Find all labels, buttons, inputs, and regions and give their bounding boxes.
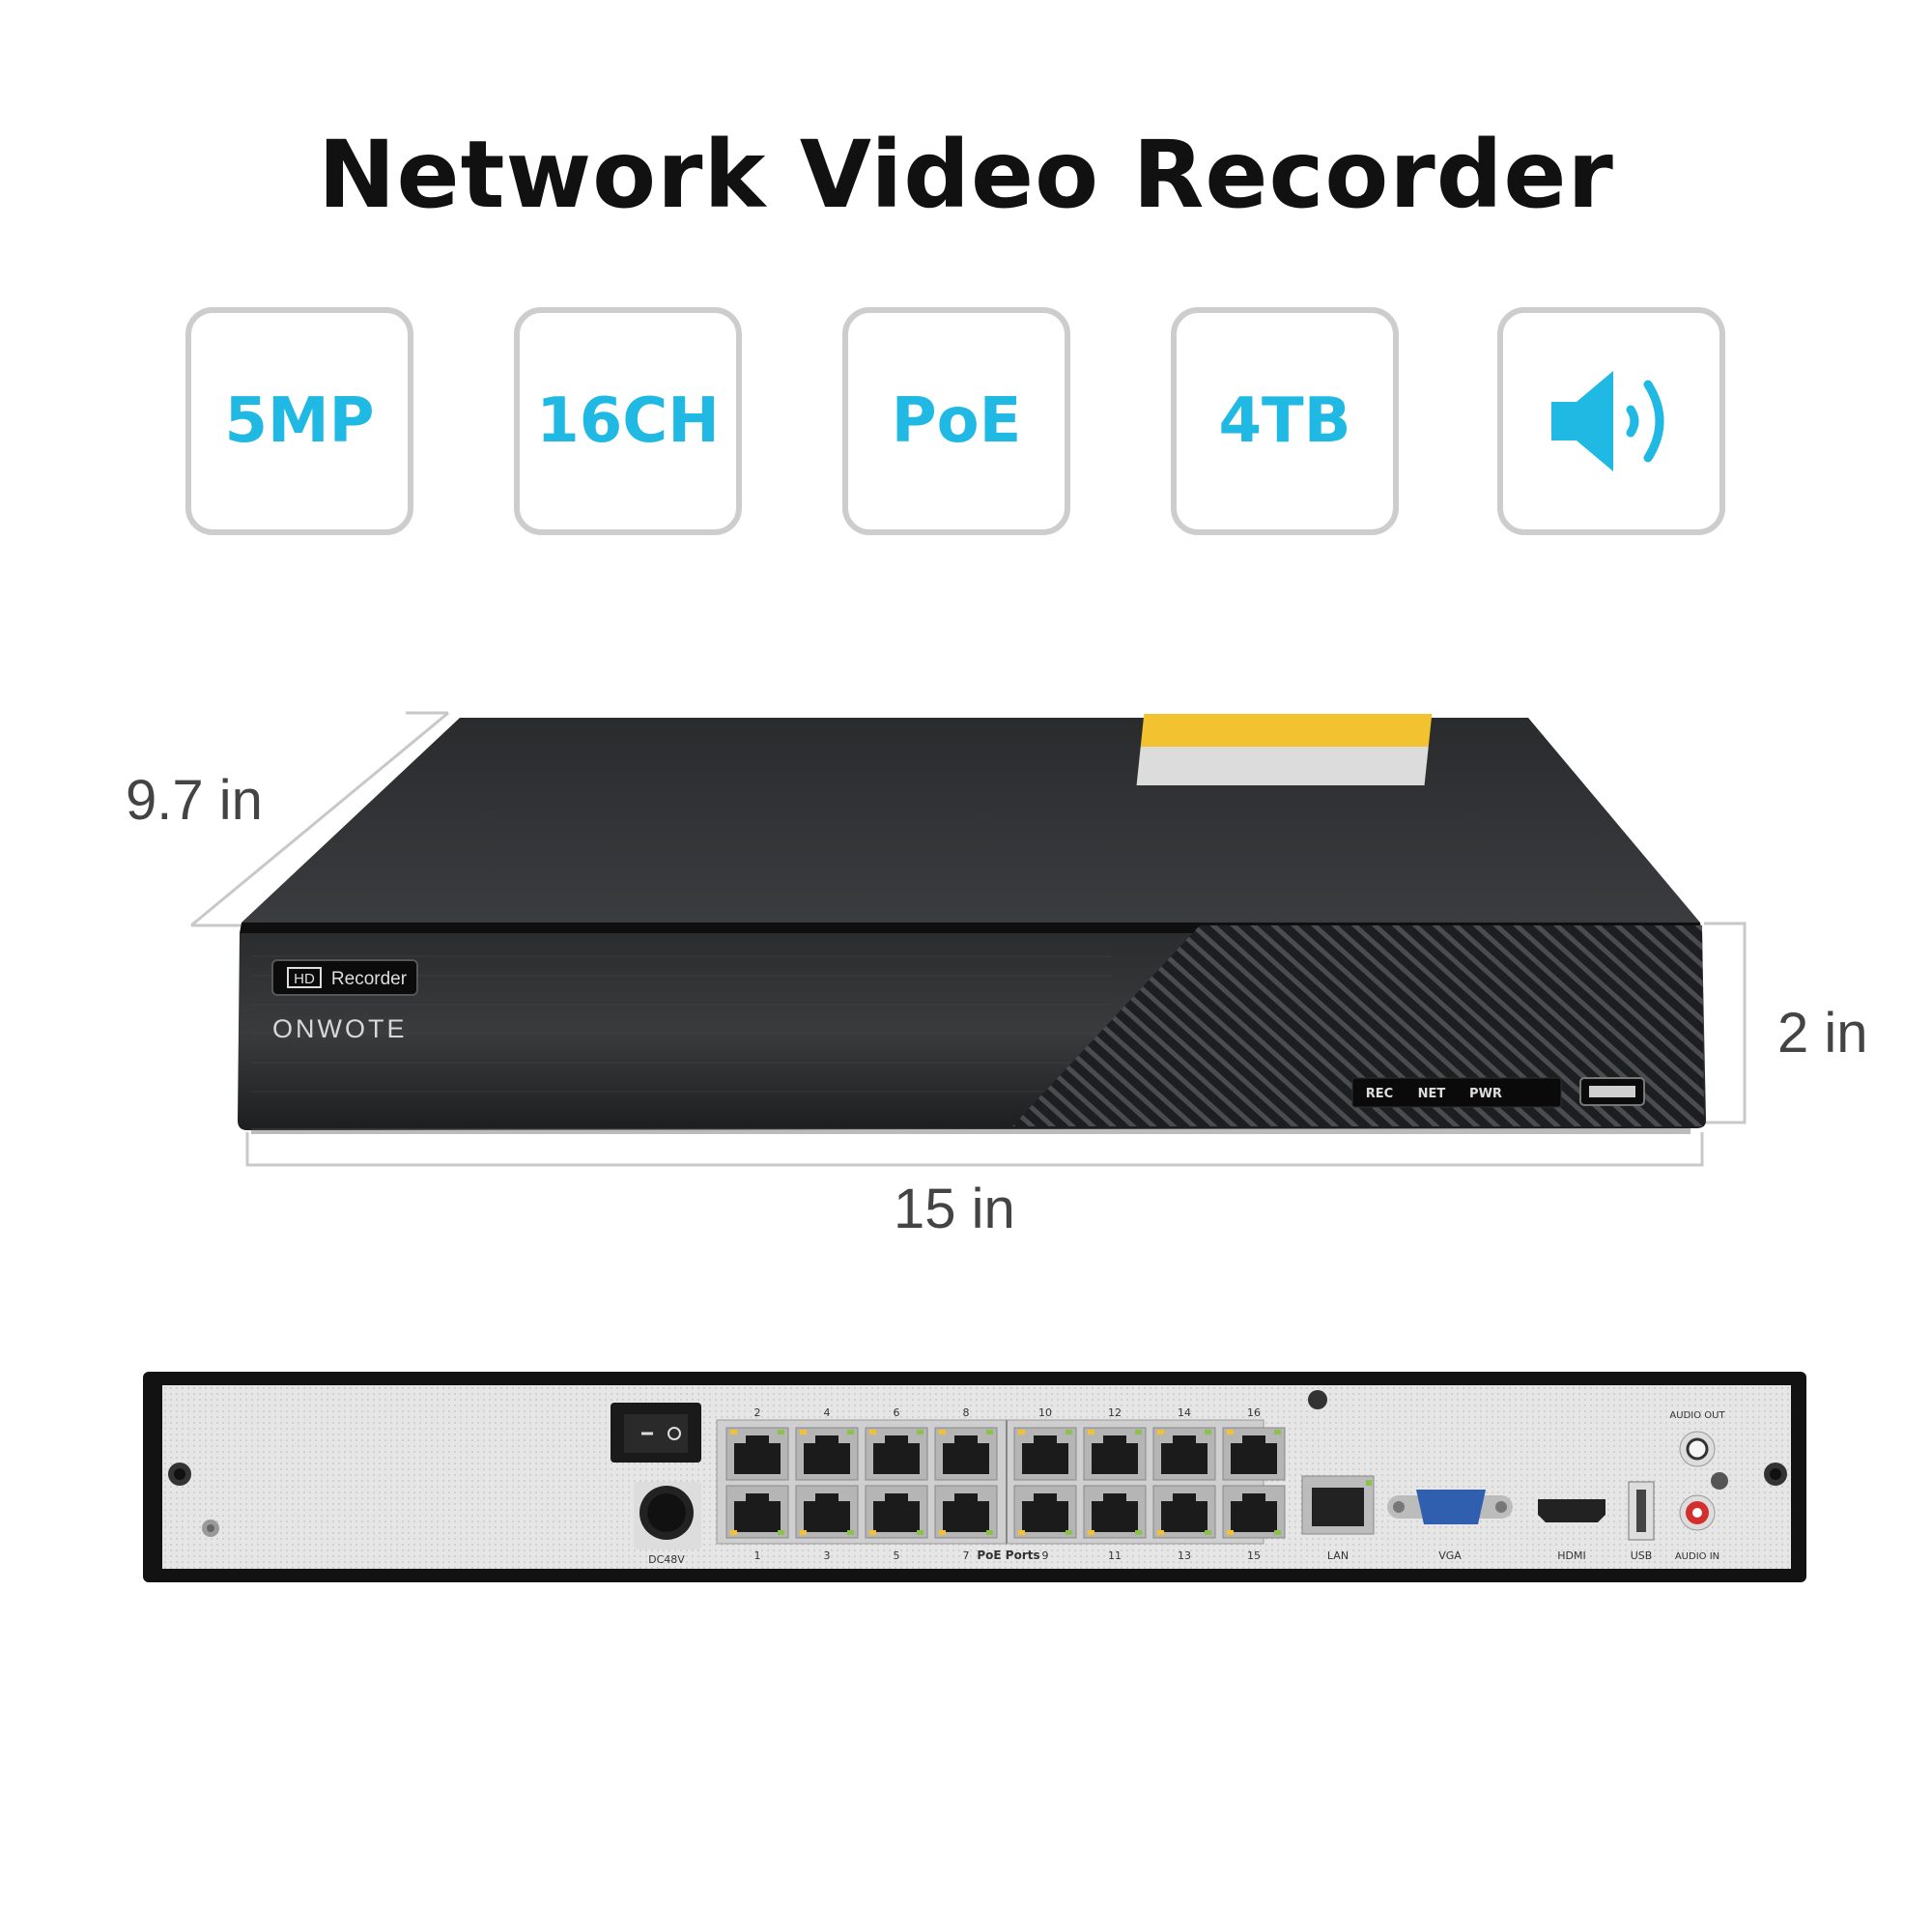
port-number-top: 16 — [1247, 1406, 1261, 1419]
feature-16ch: 16CH — [514, 307, 742, 535]
poe-port — [865, 1485, 928, 1539]
indicator-net: NET — [1418, 1087, 1446, 1101]
badge-text: Recorder — [331, 969, 408, 989]
poe-port — [1222, 1485, 1286, 1539]
indicator-strip — [1351, 1077, 1562, 1108]
usb-label: USB — [1631, 1549, 1653, 1562]
port-number-top: 6 — [894, 1406, 900, 1419]
speaker-icon — [1551, 371, 1664, 471]
hdmi-label: HDMI — [1557, 1549, 1585, 1562]
vga-label: VGA — [1438, 1549, 1462, 1562]
feature-label: 5MP — [224, 385, 375, 457]
poe-port — [934, 1485, 998, 1539]
port-number-bottom: 13 — [1178, 1549, 1191, 1562]
port-number-bottom: 3 — [824, 1549, 831, 1562]
poe-port — [795, 1427, 859, 1481]
port-number-top: 4 — [824, 1406, 831, 1419]
poe-port — [1013, 1427, 1077, 1481]
audio-out-label: AUDIO OUT — [1669, 1410, 1725, 1421]
warning-sticker — [1136, 714, 1433, 785]
front-ribs — [1012, 925, 1704, 1126]
poe-label: PoE Ports — [977, 1548, 1039, 1562]
feature-label: PoE — [891, 385, 1022, 457]
port-number-bottom: 11 — [1108, 1549, 1122, 1562]
feature-label: 4TB — [1218, 385, 1351, 457]
port-number-bottom: 9 — [1042, 1549, 1049, 1562]
poe-port-grid — [725, 1427, 1286, 1539]
feature-poe: PoE — [842, 307, 1070, 535]
port-number-top: 14 — [1178, 1406, 1191, 1419]
poe-port — [1013, 1485, 1077, 1539]
dimension-lines — [190, 711, 1747, 1167]
poe-port — [934, 1427, 998, 1481]
feature-label: 16CH — [536, 385, 720, 457]
poe-port — [725, 1485, 789, 1539]
poe-port — [1083, 1427, 1147, 1481]
feature-audio — [1497, 307, 1725, 535]
port-number-top: 8 — [963, 1406, 970, 1419]
dc-label: DC48V — [648, 1553, 685, 1566]
port-number-top: 10 — [1038, 1406, 1052, 1419]
poe-port — [1222, 1427, 1286, 1481]
feature-4tb: 4TB — [1171, 307, 1399, 535]
poe-port — [865, 1427, 928, 1481]
indicator-rec: REC — [1366, 1087, 1393, 1101]
badge-hd: HD — [294, 971, 315, 987]
brand-logo: ONWOTE — [272, 1014, 408, 1043]
lan-label: LAN — [1327, 1549, 1349, 1562]
poe-port — [1083, 1485, 1147, 1539]
port-number-top: 12 — [1108, 1406, 1122, 1419]
poe-port — [1152, 1427, 1216, 1481]
poe-port — [795, 1485, 859, 1539]
page-title: Network Video Recorder — [318, 121, 1614, 229]
indicator-pwr: PWR — [1469, 1087, 1502, 1101]
audio-in-label: AUDIO IN — [1675, 1551, 1719, 1562]
port-number-top: 2 — [754, 1406, 761, 1419]
depth-dimension: 9.7 in — [126, 769, 263, 832]
poe-port — [1152, 1485, 1216, 1539]
poe-port — [725, 1427, 789, 1481]
feature-5mp: 5MP — [185, 307, 413, 535]
nvr-top — [242, 718, 1700, 923]
port-number-bottom: 1 — [754, 1549, 761, 1562]
width-dimension: 15 in — [894, 1178, 1015, 1240]
port-number-bottom: 7 — [963, 1549, 970, 1562]
height-dimension: 2 in — [1777, 1002, 1868, 1065]
port-number-bottom: 5 — [894, 1549, 900, 1562]
port-number-bottom: 15 — [1247, 1549, 1261, 1562]
